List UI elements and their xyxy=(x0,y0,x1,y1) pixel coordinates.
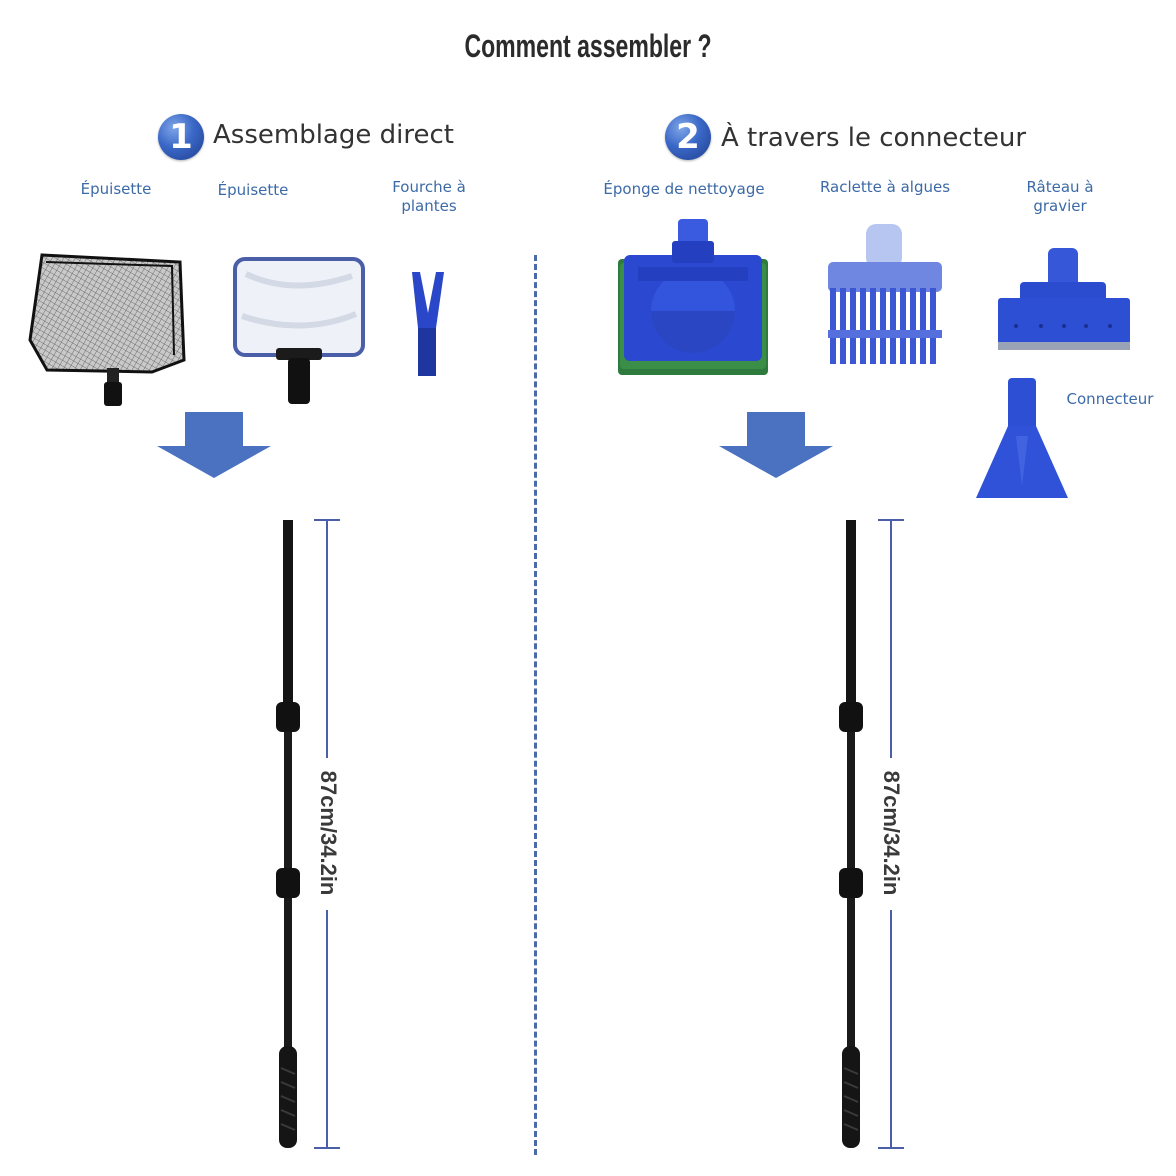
label-raclette: Raclette à algues xyxy=(819,178,951,196)
step-1-badge: 1 xyxy=(158,114,204,160)
step-2-badge: 2 xyxy=(665,114,711,160)
step-1-title: Assemblage direct xyxy=(213,120,454,150)
plant-fork-image xyxy=(412,272,444,376)
arrow-down-icon xyxy=(157,412,271,478)
fish-net-white-image xyxy=(233,257,365,404)
arrow-down-icon xyxy=(719,412,833,478)
label-connecteur: Connecteur xyxy=(1066,390,1154,408)
label-eponge: Éponge de nettoyage xyxy=(603,180,765,198)
label-epuisette-2: Épuisette xyxy=(217,181,289,199)
algae-scraper-image xyxy=(828,224,942,364)
telescopic-pole-left-image xyxy=(276,520,300,1148)
measurement-label-right: 87cm/34.2in xyxy=(879,770,904,896)
telescopic-pole-right-image xyxy=(839,520,863,1148)
label-rateau: Râteau à gravier xyxy=(1026,178,1094,215)
label-fourche: Fourche à plantes xyxy=(392,178,466,215)
gravel-rake-image xyxy=(998,248,1130,350)
fish-net-black-image xyxy=(28,253,186,406)
step-2-title: À travers le connecteur xyxy=(721,123,1027,153)
connector-image xyxy=(976,378,1068,498)
measurement-bracket-left xyxy=(314,519,340,1149)
cleaning-sponge-image xyxy=(618,219,768,375)
measurement-label-left: 87cm/34.2in xyxy=(316,770,341,896)
page-title: Comment assembler ? xyxy=(464,28,712,64)
measurement-bracket-right xyxy=(878,519,904,1149)
label-epuisette-1: Épuisette xyxy=(80,180,152,198)
section-divider xyxy=(534,255,537,1155)
